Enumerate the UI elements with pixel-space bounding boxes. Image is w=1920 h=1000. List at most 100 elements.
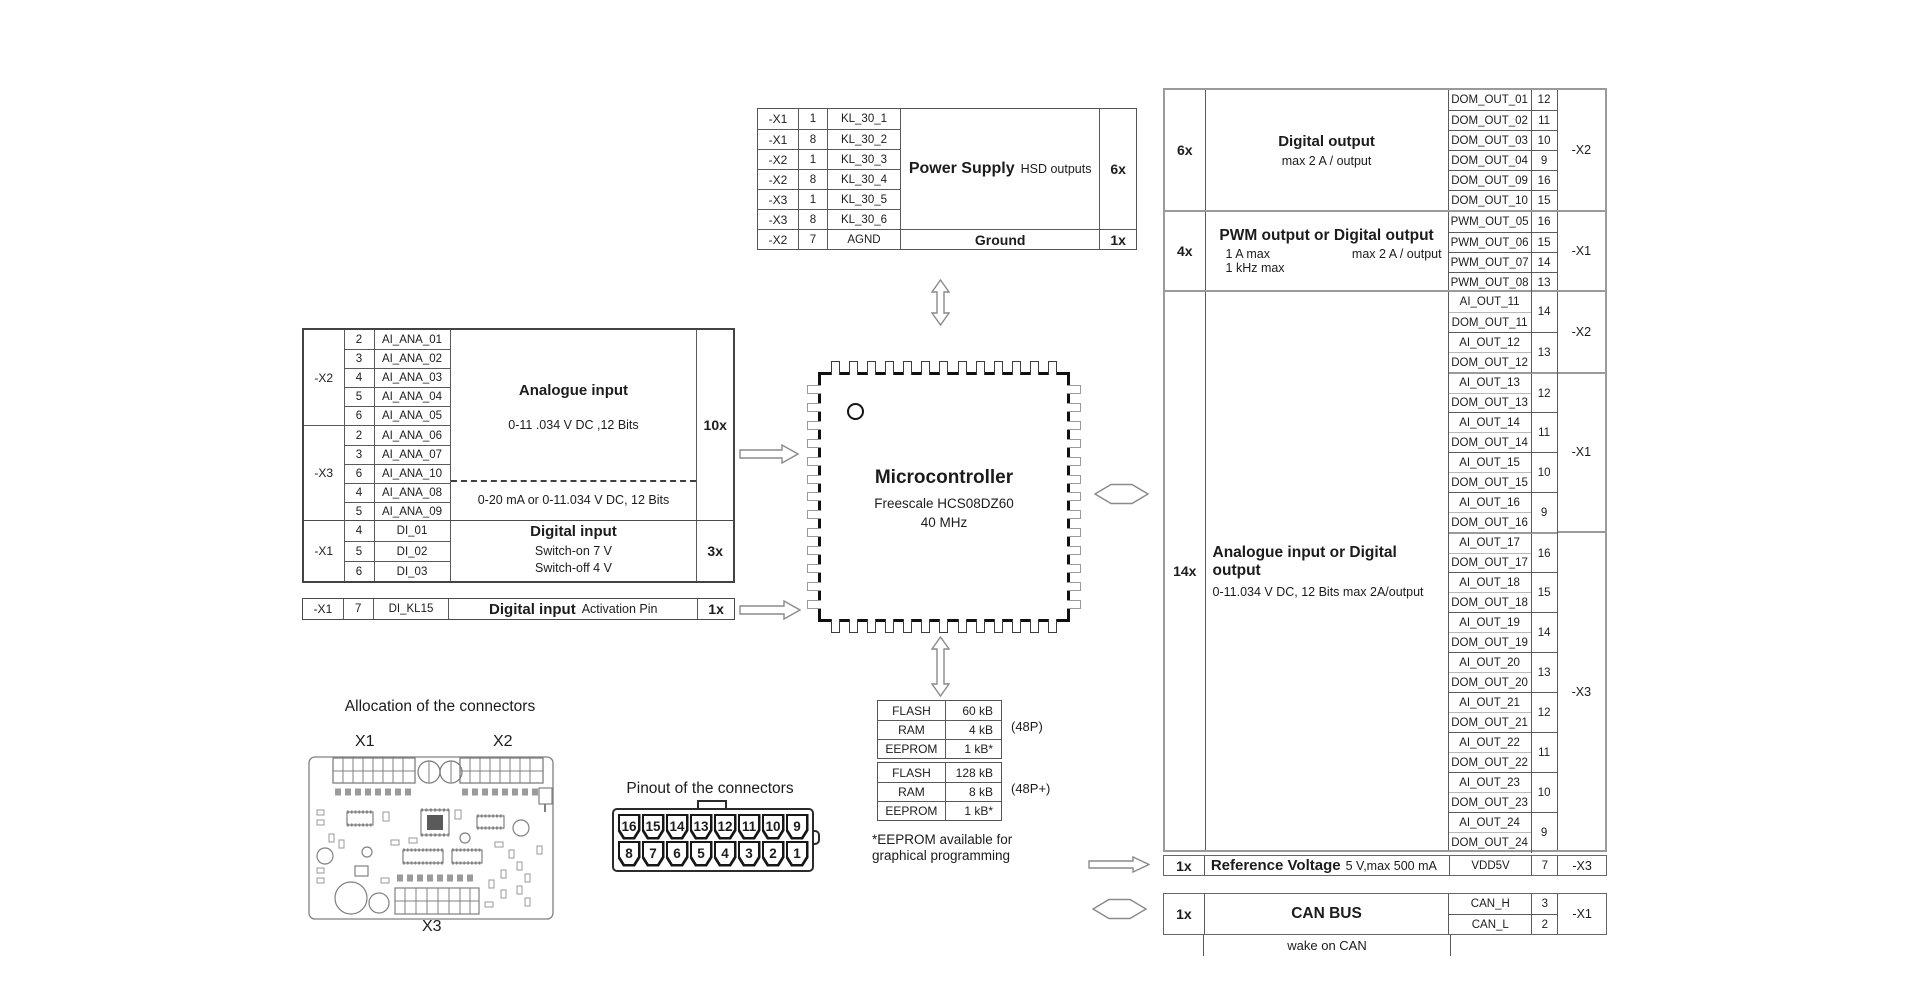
analogue-count: 10x — [696, 330, 733, 520]
pin-terminal: 9 — [785, 813, 809, 840]
connector-latch — [813, 830, 820, 845]
mcu-pin — [1067, 402, 1081, 412]
ground-label: Ground — [901, 229, 1100, 249]
memory-type-cell: RAM — [898, 785, 925, 799]
pair-signals: AI_OUT_19 DOM_OUT_19 — [1448, 613, 1531, 652]
signal-cell: DOM_OUT_14 — [1448, 432, 1531, 452]
table-row: -X1 1 KL_30_1 — [758, 109, 900, 129]
pin-cell: 8 — [798, 210, 827, 229]
table-row: 3 AI_ANA_02 — [343, 349, 450, 368]
table-row: DOM_OUT_03 10 — [1448, 130, 1557, 150]
signal-cell: AI_OUT_11 — [1459, 296, 1520, 308]
table-row: -X3 8 KL_30_6 — [758, 209, 900, 229]
pwm-count: 4x — [1176, 243, 1193, 259]
memory-size-cell: 60 kB — [944, 701, 1001, 720]
signal-cell: AI_OUT_14 — [1459, 416, 1520, 429]
refv-title: Reference Voltage — [1210, 857, 1341, 874]
signal-cell: KL_30_2 — [827, 130, 900, 149]
digital-output-spec: max 2 A / output — [1281, 153, 1372, 168]
pin-number: 7 — [644, 843, 662, 864]
pin1-marker-icon — [847, 403, 864, 420]
pin-cell: 4 — [343, 521, 374, 541]
signal-cell: DOM_OUT_24 — [1448, 832, 1531, 852]
signal-cell: DI_03 — [373, 562, 450, 581]
analog-io-conn-column: -X2 -X1 -X3 — [1556, 292, 1605, 850]
pin-terminal: 6 — [665, 840, 689, 867]
digital-input-desc-cell: Digital input Switch-on 7 V Switch-off 4… — [449, 521, 697, 581]
signal-cell: AGND — [827, 230, 900, 249]
mcu-pin — [1029, 361, 1039, 375]
table-row: FLASH 60 kB — [878, 701, 1001, 720]
table-row: EEPROM 1 kB* — [878, 739, 1001, 758]
power-supply-label: Power Supply HSD outputs — [901, 109, 1099, 229]
mcu-pin — [1067, 581, 1081, 591]
signal-cell: DOM_OUT_10 — [1451, 194, 1528, 207]
memory-size-cell: 1 kB* — [944, 740, 1001, 758]
mcu-pin — [1011, 361, 1021, 375]
memory-table-48p-plus: FLASH 128 kB RAM 8 kB EEPROM 1 kB* (48P+… — [877, 762, 1050, 821]
pin-terminal: 16 — [617, 813, 641, 840]
allocation-title: Allocation of the connectors — [344, 698, 536, 715]
power-supply-subtitle: HSD outputs — [1020, 162, 1092, 176]
pin-cell: 6 — [343, 562, 374, 581]
memory-size-cell: 128 kB — [944, 763, 1001, 782]
pwm-spec-left: 1 A max 1 kHz max — [1226, 247, 1285, 275]
connector-cell: -X2 — [768, 232, 788, 247]
pair-signals: AI_OUT_12 DOM_OUT_12 — [1448, 333, 1531, 372]
pin-cell: 3 — [343, 350, 374, 368]
pin-cell: 12 — [1530, 90, 1557, 110]
mcu-pin — [807, 385, 821, 394]
analogue-digital-input-table: -X2 -X3 2 AI_ANA_01 3 AI_ANA_02 4 AI_ANA… — [302, 328, 735, 583]
signal-cell: AI_OUT_22 — [1459, 736, 1520, 749]
memory-type-cell: FLASH — [892, 703, 931, 718]
table-row: -X2 1 KL_30_3 — [758, 149, 900, 169]
mcu-pin — [831, 361, 840, 375]
mcu-pin — [1047, 619, 1057, 633]
mcu-pin — [807, 474, 821, 484]
mcu-pin — [807, 528, 821, 538]
pin-number: 12 — [716, 816, 734, 837]
table-row: PWM_OUT_07 14 — [1448, 252, 1557, 272]
pin-number: 2 — [764, 843, 782, 864]
current-input-spec: 0-20 mA or 0-11.034 V DC, 12 Bits — [477, 493, 670, 507]
signal-cell: AI_ANA_01 — [373, 330, 450, 349]
arrow-right-icon — [739, 600, 801, 620]
pin-cell: 4 — [343, 369, 374, 387]
can-bus-row: 1x CAN BUS CAN_H 3 CAN_L 2 -X1 — [1163, 893, 1607, 935]
pin-cell: 14 — [1530, 253, 1557, 272]
mcu-pin — [1067, 528, 1081, 538]
table-row: PWM_OUT_06 15 — [1448, 232, 1557, 252]
connector-label-x3: -X3 — [1557, 531, 1605, 850]
signal-cell: DOM_OUT_04 — [1451, 154, 1528, 167]
signal-cell: VDD5V — [1471, 859, 1510, 872]
signal-cell: AI_OUT_24 — [1459, 816, 1520, 829]
signal-cell: CAN_H — [1470, 898, 1510, 910]
pair-signals: AI_OUT_24 DOM_OUT_24 — [1448, 813, 1531, 852]
x3-analog-rows: 2 AI_ANA_06 3 AI_ANA_07 6 AI_ANA_10 4 AI… — [343, 425, 450, 521]
output-table: 6x Digital output max 2 A / output DOM_O… — [1163, 88, 1607, 853]
pin-cell: 9 — [1530, 493, 1557, 533]
mcu-pin — [1067, 492, 1081, 502]
memory-type-cell: EEPROM — [885, 804, 938, 818]
pin-terminal: 14 — [665, 813, 689, 840]
pair-signals: AI_OUT_23 DOM_OUT_23 — [1448, 773, 1531, 812]
signal-pair: AI_OUT_13 DOM_OUT_13 12 — [1448, 372, 1557, 414]
pin-cell: 13 — [1530, 333, 1557, 373]
signal-pair: AI_OUT_21 DOM_OUT_21 12 — [1448, 692, 1557, 733]
signal-cell: AI_ANA_04 — [373, 388, 450, 406]
can-title: CAN BUS — [1203, 894, 1450, 934]
signal-cell: AI_OUT_23 — [1459, 776, 1520, 789]
pwm-output-section: 4x PWM output or Digital output 1 A max … — [1165, 210, 1605, 292]
pair-signals: AI_OUT_22 DOM_OUT_22 — [1448, 733, 1531, 772]
mcu-pin — [921, 361, 931, 375]
pair-signals: AI_OUT_17 DOM_OUT_17 — [1448, 534, 1531, 572]
arrow-left-right-icon — [1094, 483, 1149, 505]
can-count: 1x — [1176, 906, 1192, 922]
connector-x1-label: X1 — [355, 733, 375, 750]
pin-cell: 13 — [1530, 653, 1557, 693]
table-row: PWM_OUT_05 16 — [1449, 212, 1557, 232]
signal-cell: DOM_OUT_01 — [1451, 94, 1528, 106]
signal-cell: KL_30_4 — [827, 170, 900, 189]
signal-cell: AI_ANA_05 — [373, 407, 450, 425]
